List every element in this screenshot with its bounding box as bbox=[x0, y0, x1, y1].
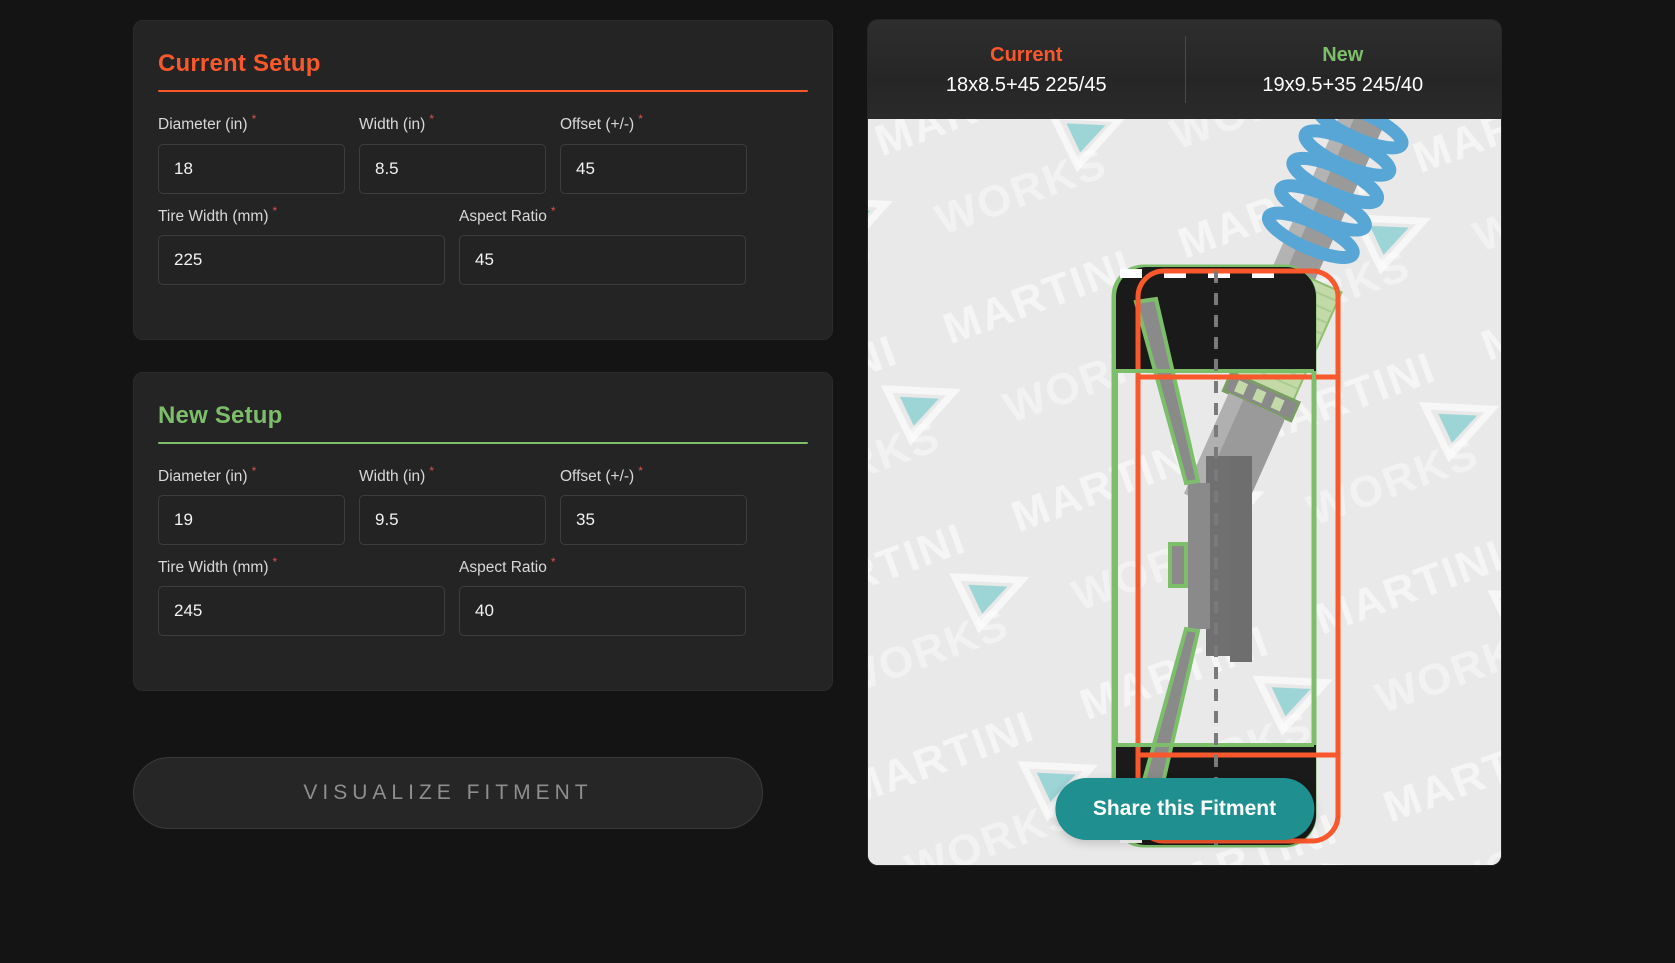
current-width-field: Width (in)* bbox=[359, 112, 546, 194]
current-width-input[interactable] bbox=[359, 143, 546, 194]
current-diameter-label: Diameter (in)* bbox=[158, 112, 345, 134]
current-tire-width-label: Tire Width (mm)* bbox=[158, 204, 445, 226]
current-rim-flanks bbox=[1135, 377, 1341, 755]
new-tire-width-label: Tire Width (mm)* bbox=[158, 555, 445, 577]
share-fitment-button[interactable]: Share this Fitment bbox=[1054, 778, 1315, 840]
new-aspect-ratio-label: Aspect Ratio* bbox=[459, 555, 746, 577]
new-diameter-label: Diameter (in)* bbox=[158, 464, 345, 486]
required-star: * bbox=[429, 112, 434, 127]
new-setup-underline bbox=[158, 442, 808, 445]
visualizer-stage: MARTINI WORKS bbox=[868, 119, 1501, 865]
current-setup-underline bbox=[158, 90, 808, 93]
panel-spacer bbox=[158, 646, 808, 664]
current-setup-row-2: Tire Width (mm)* Aspect Ratio* bbox=[158, 204, 808, 285]
header-divider bbox=[1184, 36, 1186, 103]
new-diameter-input[interactable] bbox=[158, 495, 345, 546]
new-setup-title: New Setup bbox=[158, 401, 283, 429]
new-setup-row-1: Diameter (in)* Width (in)* Offset (+/-)* bbox=[158, 464, 808, 546]
label-text: Aspect Ratio bbox=[459, 559, 547, 577]
current-aspect-ratio-input[interactable] bbox=[459, 234, 746, 285]
current-aspect-ratio-field: Aspect Ratio* bbox=[459, 204, 746, 285]
visualizer-header-new: New 19x9.5+35 245/40 bbox=[1185, 43, 1502, 97]
visualize-fitment-button[interactable]: VISUALIZE FITMENT bbox=[133, 757, 763, 830]
current-diameter-field: Diameter (in)* bbox=[158, 112, 345, 194]
hub-brake-assembly bbox=[1133, 296, 1252, 816]
new-offset-input[interactable] bbox=[560, 495, 747, 546]
new-setup-row-2: Tire Width (mm)* Aspect Ratio* bbox=[158, 555, 808, 637]
panel-spacer bbox=[158, 295, 808, 313]
label-text: Tire Width (mm) bbox=[158, 559, 269, 577]
new-tire-width-field: Tire Width (mm)* bbox=[158, 555, 445, 637]
current-width-label: Width (in)* bbox=[359, 112, 546, 134]
required-star: * bbox=[638, 112, 643, 127]
required-star: * bbox=[638, 464, 643, 479]
label-text: Aspect Ratio bbox=[459, 207, 547, 225]
current-offset-field: Offset (+/-)* bbox=[560, 112, 747, 194]
current-tire-width-field: Tire Width (mm)* bbox=[158, 204, 445, 285]
current-aspect-ratio-label: Aspect Ratio* bbox=[459, 204, 746, 226]
new-offset-label: Offset (+/-)* bbox=[560, 464, 747, 486]
visualizer-current-label: Current bbox=[990, 43, 1063, 66]
new-width-label: Width (in)* bbox=[359, 464, 546, 486]
required-star: * bbox=[550, 203, 556, 218]
label-text: Diameter (in) bbox=[158, 116, 248, 134]
visualizer-header-current: Current 18x8.5+45 225/45 bbox=[868, 43, 1185, 97]
label-text: Width (in) bbox=[359, 116, 426, 134]
current-offset-input[interactable] bbox=[560, 143, 747, 194]
current-tire-width-input[interactable] bbox=[158, 234, 445, 285]
new-offset-field: Offset (+/-)* bbox=[560, 464, 747, 546]
new-aspect-ratio-field: Aspect Ratio* bbox=[459, 555, 746, 637]
new-aspect-ratio-input[interactable] bbox=[459, 586, 746, 637]
new-diameter-field: Diameter (in)* bbox=[158, 464, 345, 546]
visualizer-current-spec: 18x8.5+45 225/45 bbox=[945, 73, 1107, 96]
visualizer-new-label: New bbox=[1322, 43, 1364, 66]
new-setup-panel: New Setup Diameter (in)* Width (in)* bbox=[133, 371, 833, 692]
required-star: * bbox=[272, 203, 278, 218]
current-setup-title: Current Setup bbox=[158, 50, 321, 77]
label-text: Offset (+/-) bbox=[560, 116, 635, 134]
label-text: Tire Width (mm) bbox=[158, 207, 269, 225]
wheel-fitment-diagram bbox=[1111, 119, 1409, 848]
required-star: * bbox=[251, 112, 257, 127]
setup-forms-column: Current Setup Diameter (in)* Width (in)* bbox=[133, 20, 833, 830]
new-width-input[interactable] bbox=[359, 495, 546, 546]
label-text: Offset (+/-) bbox=[560, 468, 635, 486]
label-text: Width (in) bbox=[359, 468, 426, 486]
required-star: * bbox=[429, 464, 434, 479]
visualizer-new-spec: 19x9.5+35 245/40 bbox=[1262, 73, 1424, 96]
label-text: Diameter (in) bbox=[158, 468, 248, 486]
visualizer-panel: Current 18x8.5+45 225/45 New 19x9.5+35 2… bbox=[868, 20, 1501, 865]
coilover-assembly bbox=[1261, 119, 1409, 287]
current-offset-label: Offset (+/-)* bbox=[560, 112, 747, 134]
current-setup-panel: Current Setup Diameter (in)* Width (in)* bbox=[133, 20, 833, 340]
current-setup-row-1: Diameter (in)* Width (in)* Offset (+/-)* bbox=[158, 112, 808, 194]
required-star: * bbox=[550, 555, 556, 570]
required-star: * bbox=[272, 555, 278, 570]
spring-coils bbox=[1261, 119, 1409, 264]
visualizer-header: Current 18x8.5+45 225/45 New 19x9.5+35 2… bbox=[868, 20, 1501, 119]
new-width-field: Width (in)* bbox=[359, 464, 546, 546]
current-diameter-input[interactable] bbox=[158, 143, 345, 194]
martini-works-watermark: MARTINI WORKS bbox=[868, 119, 1501, 865]
new-tire-width-input[interactable] bbox=[158, 586, 445, 637]
required-star: * bbox=[251, 464, 257, 479]
